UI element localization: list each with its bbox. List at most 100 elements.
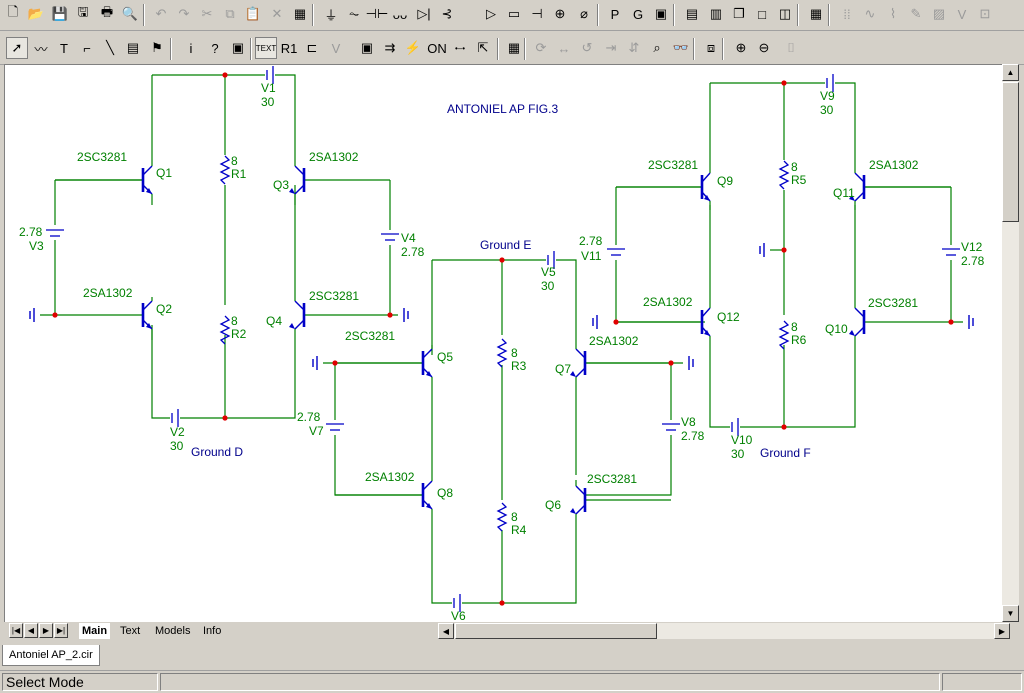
save-all-icon[interactable]: 🖫: [77, 4, 89, 19]
pin-names-icon[interactable]: ⊏: [306, 40, 318, 55]
redo-icon[interactable]: ↷: [178, 6, 190, 21]
source-v10[interactable]: [731, 418, 739, 436]
tab-info[interactable]: Info: [203, 625, 222, 637]
opamp-component-icon[interactable]: ▷: [486, 6, 496, 21]
rotate-icon[interactable]: ⟳: [535, 40, 547, 55]
resistor-r4[interactable]: [496, 502, 508, 532]
new-file-icon[interactable]: 🗋: [7, 4, 19, 19]
voltage-icon[interactable]: V: [957, 6, 967, 22]
pin-p-icon[interactable]: P: [610, 6, 620, 22]
pin-numbers-icon[interactable]: V: [331, 40, 341, 56]
transistor-q10[interactable]: [849, 302, 951, 340]
transistor-q6[interactable]: [570, 480, 671, 520]
save-icon[interactable]: 💾: [51, 6, 69, 21]
resistor-r6[interactable]: [778, 320, 790, 350]
waveform-icon[interactable]: ∿: [864, 6, 876, 21]
tile-vertical-icon[interactable]: ▥: [709, 6, 723, 21]
transistor-component-icon[interactable]: ⊰: [441, 6, 453, 21]
node-numbers-icon[interactable]: ▣: [360, 40, 374, 55]
source-v9[interactable]: [826, 74, 834, 92]
source-component-icon[interactable]: ⊕: [554, 6, 566, 21]
wire-mode-icon[interactable]: 〰: [34, 41, 48, 57]
source-v6[interactable]: [453, 594, 461, 612]
transistor-q11[interactable]: [849, 165, 951, 210]
scroll-left-button[interactable]: ◀: [438, 623, 454, 639]
zoom-in-icon[interactable]: ⊕: [735, 40, 747, 55]
text-toggle-icon[interactable]: TEXT: [255, 37, 277, 59]
transistor-q2[interactable]: [55, 297, 153, 340]
transistor-q5[interactable]: [335, 345, 433, 385]
properties-icon[interactable]: ▦: [507, 40, 521, 55]
maximize-icon[interactable]: □: [758, 6, 766, 22]
binoculars-icon[interactable]: 👓: [672, 40, 690, 55]
calculator-icon[interactable]: ▦: [809, 6, 823, 21]
resistor-r3[interactable]: [496, 338, 508, 368]
resistor-r1[interactable]: [219, 155, 231, 185]
copy-icon[interactable]: ⧉: [225, 6, 235, 21]
undo-icon[interactable]: ↶: [155, 6, 167, 21]
transistor-q7[interactable]: [570, 345, 671, 385]
zoom-out-icon[interactable]: ⊖: [758, 40, 770, 55]
transistor-q8[interactable]: [335, 475, 433, 515]
diode-component-icon[interactable]: ▷|: [417, 6, 431, 21]
cut-icon[interactable]: ✂: [201, 6, 213, 21]
print-icon[interactable]: 🖶: [100, 4, 114, 19]
source-v4[interactable]: [381, 233, 399, 241]
source-v12[interactable]: [942, 248, 960, 256]
tab-last-icon[interactable]: ▶|: [54, 623, 68, 638]
battery-component-icon[interactable]: ⊣: [531, 6, 543, 21]
text-mode-icon[interactable]: T: [60, 40, 68, 56]
find-icon[interactable]: ⌕: [653, 40, 661, 55]
power-flow-icon[interactable]: ⚡: [404, 40, 422, 55]
transistor-q9[interactable]: [616, 165, 711, 210]
resistor-component-icon[interactable]: ⏦: [348, 6, 360, 21]
tab-first-icon[interactable]: |◀: [9, 623, 23, 638]
mirror-icon[interactable]: ↔: [557, 40, 571, 56]
horizontal-scrollbar[interactable]: ◀ ▶: [438, 623, 1010, 639]
capacitor-component-icon[interactable]: ⊣⊢: [365, 6, 389, 21]
print-preview-icon[interactable]: 🔍: [121, 6, 139, 21]
resistor-r2[interactable]: [219, 315, 231, 345]
scroll-down-button[interactable]: ▼: [1002, 605, 1019, 622]
probe-icon[interactable]: ⌇: [889, 6, 897, 21]
select-mode-icon[interactable]: ➚: [6, 37, 28, 59]
states-icon[interactable]: ON: [427, 40, 447, 56]
transistor-q12[interactable]: [616, 302, 711, 340]
resistor-r5[interactable]: [778, 160, 790, 190]
select-all-icon[interactable]: ▦: [293, 6, 307, 21]
node-voltage-icon[interactable]: •–•: [454, 43, 466, 53]
current-flow-icon[interactable]: ⇉: [384, 40, 396, 55]
document-tab[interactable]: Antoniel AP_2.cir: [2, 645, 100, 666]
page-scroll-icon[interactable]: ⧈: [706, 40, 716, 55]
flip-icon[interactable]: ↺: [581, 40, 593, 55]
ground-component-icon[interactable]: ⏚: [324, 7, 338, 23]
source-v2[interactable]: [171, 409, 179, 427]
pin-g-icon[interactable]: G: [632, 6, 644, 22]
schematic-canvas[interactable]: ANTONIEL AP FIG.3 Ground D Ground E Grou…: [4, 64, 1004, 624]
step-icon[interactable]: ⇥: [605, 40, 617, 55]
attribute-text-icon[interactable]: R1: [280, 40, 298, 56]
align-icon[interactable]: ⇵: [628, 40, 640, 55]
window-icon[interactable]: ▣: [654, 6, 668, 21]
subckt-component-icon[interactable]: ▭: [507, 6, 521, 21]
source-v11[interactable]: [607, 248, 625, 256]
scroll-right-button[interactable]: ▶: [994, 623, 1010, 639]
component-info-icon[interactable]: ▣: [231, 40, 245, 55]
vertical-scroll-thumb[interactable]: [1002, 82, 1019, 222]
transistor-q1[interactable]: [55, 160, 153, 205]
horizontal-scroll-thumb[interactable]: [455, 623, 657, 639]
open-file-icon[interactable]: 📂: [27, 6, 45, 21]
help-icon[interactable]: ?: [211, 40, 219, 56]
inductor-component-icon[interactable]: ᴗᴗ: [392, 6, 408, 22]
transistor-q3[interactable]: [289, 160, 390, 205]
tab-prev-icon[interactable]: ◀: [24, 623, 38, 638]
graphics-icon[interactable]: ▤: [126, 40, 140, 55]
pen-icon[interactable]: ✎: [910, 6, 922, 21]
source-v8[interactable]: [662, 423, 680, 431]
zoom-fit-icon[interactable]: ⊡: [979, 6, 991, 21]
source-v7[interactable]: [326, 423, 344, 431]
tab-text[interactable]: Text: [120, 625, 141, 637]
flag-icon[interactable]: ⚑: [151, 40, 163, 55]
delete-icon[interactable]: ✕: [271, 6, 283, 21]
transistor-q4[interactable]: [289, 300, 390, 335]
